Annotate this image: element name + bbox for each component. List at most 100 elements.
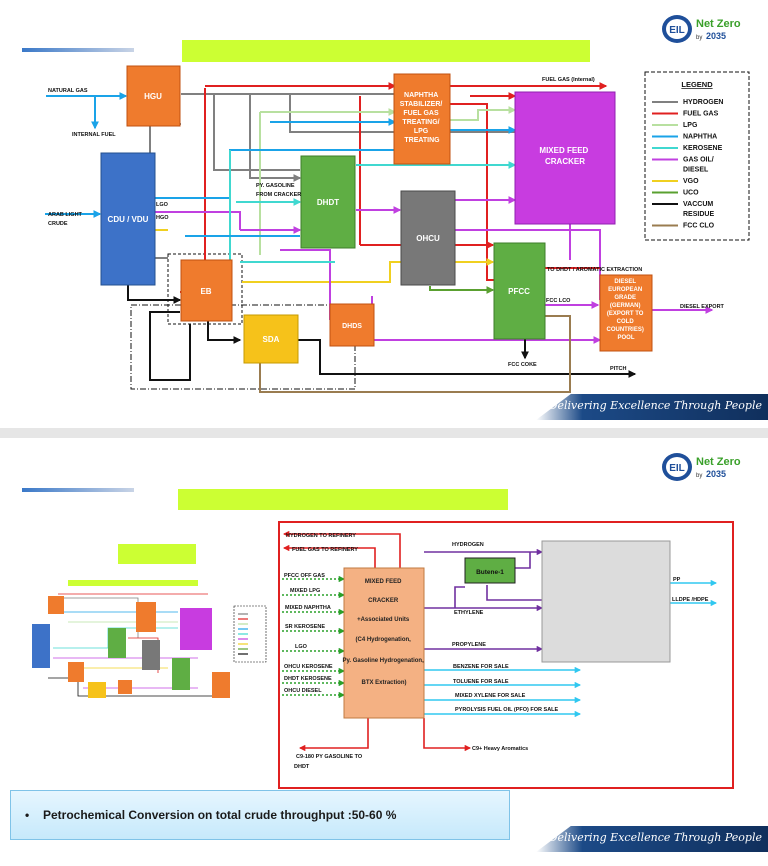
accent-bar bbox=[22, 48, 134, 52]
input-dhdt-kerosene: DHDT KEROSENE bbox=[284, 676, 332, 682]
polymer-unit bbox=[541, 540, 671, 663]
note-bullet: • bbox=[25, 808, 30, 822]
mixed-feed-cracker-unit bbox=[514, 91, 616, 225]
refinery-flow-diagram: HGU NAPHTHA STABILIZER/ FUEL GAS TREATIN… bbox=[45, 65, 750, 393]
logo-net-zero: Net Zero bbox=[696, 456, 741, 468]
pfo-for-sale: PYROLYSIS FUEL OIL (PFO) FOR SALE bbox=[455, 707, 559, 713]
logo-year: 2035 bbox=[706, 469, 726, 479]
slide-petrochemical-complex: EIL Net Zero by 2035 bbox=[0, 438, 768, 866]
subtitle-bar bbox=[118, 544, 196, 564]
logo-brand: EIL bbox=[669, 25, 685, 36]
fuel-gas-to-refinery: FUEL GAS TO REFINERY bbox=[292, 547, 358, 553]
diesel-pool-unit bbox=[599, 274, 653, 352]
mixed-feed-cracker-complex bbox=[343, 567, 425, 719]
eb-unit bbox=[180, 259, 233, 322]
natural-gas-label: NATURAL GAS bbox=[48, 88, 88, 94]
dhds-label: DHDS bbox=[342, 323, 362, 330]
logo-year: 2035 bbox=[706, 31, 726, 41]
to-dhdt-label: TO DHDT / AROMATIC EXTRACTION bbox=[547, 267, 642, 273]
petro-stream-labels: PFCC OFF GAS MIXED LPG MIXED NAPHTHA SR … bbox=[284, 533, 709, 770]
propylene-stream: PROPYLENE bbox=[452, 642, 486, 648]
legend-label-4: KEROSENE bbox=[683, 145, 723, 152]
cracker-complex-label: MIXED FEED CRACKER +Associated Units (C4… bbox=[343, 579, 426, 686]
petro-flow-lines bbox=[282, 530, 718, 752]
input-sr-kerosene: SR KEROSENE bbox=[285, 624, 325, 630]
stream-labels: NATURAL GAS INTERNAL FUEL ARAB LIGHT CRU… bbox=[48, 77, 725, 372]
lgo-label: LGO bbox=[156, 202, 169, 208]
hydrogen-stream: HYDROGEN bbox=[452, 542, 484, 548]
note-text: Petrochemical Conversion on total crude … bbox=[43, 808, 397, 822]
logo-net-zero: Net Zero bbox=[696, 18, 741, 30]
footer-tagline: Delivering Excellence Through People bbox=[548, 399, 762, 412]
cdu-vdu-label: CDU / VDU bbox=[108, 215, 149, 224]
input-ohcu-diesel: OHCU DIESEL bbox=[284, 688, 322, 694]
title-bar bbox=[182, 40, 590, 62]
hgu-label: HGU bbox=[144, 92, 162, 101]
legend-label-6: VGO bbox=[683, 178, 699, 185]
pfcc-unit bbox=[493, 242, 546, 340]
footer-band: Delivering Excellence Through People bbox=[536, 394, 768, 420]
pp-product: PP bbox=[673, 577, 681, 583]
toluene-for-sale: TOLUENE FOR SALE bbox=[453, 679, 509, 685]
input-pfcc-off-gas: PFCC OFF GAS bbox=[284, 573, 325, 579]
diesel-export-label: DIESEL EXPORT bbox=[680, 304, 725, 310]
slide-separator bbox=[0, 428, 768, 438]
dhdt-unit bbox=[300, 155, 356, 249]
sda-dashed-group bbox=[130, 304, 356, 390]
refinery-diagram-thumbnail bbox=[8, 578, 270, 708]
input-ohcu-kerosene: OHCU KEROSENE bbox=[284, 664, 333, 670]
legend-label-7: UCO bbox=[683, 190, 699, 197]
cdu-vdu-unit bbox=[100, 152, 156, 286]
from-cracker-label: FROM CRACKER bbox=[256, 192, 301, 198]
eil-logo: EIL Net Zero by 2035 bbox=[662, 15, 741, 43]
naphtha-stabilizer-label: NAPHTHA STABILIZER/ FUEL GAS TREATING/ L… bbox=[400, 92, 445, 144]
dhds-unit bbox=[329, 303, 375, 347]
c9-heavy-aromatics: C9+ Heavy Aromatics bbox=[472, 746, 528, 752]
legend-label-3: NAPHTHA bbox=[683, 134, 717, 141]
hgu-unit bbox=[126, 65, 181, 127]
mixed-xylene-for-sale: MIXED XYLENE FOR SALE bbox=[455, 693, 526, 699]
ohcu-unit bbox=[400, 190, 456, 286]
pfcc-label: PFCC bbox=[508, 287, 530, 296]
legend-title: LEGEND bbox=[681, 80, 713, 89]
legend-label-5: GAS OIL/ bbox=[683, 157, 714, 164]
arab-light-label: ARAB LIGHT bbox=[48, 212, 83, 218]
conversion-note: • Petrochemical Conversion on total crud… bbox=[10, 790, 510, 840]
title-bar bbox=[178, 489, 508, 510]
ethylene-stream: ETHYLENE bbox=[454, 610, 484, 616]
legend-box bbox=[644, 71, 750, 241]
py-gasoline-label: PY. GASOLINE bbox=[256, 183, 295, 189]
legend-label-0: HYDROGEN bbox=[683, 99, 723, 106]
footer-band: Delivering Excellence Through People bbox=[536, 826, 768, 852]
fuel-gas-internal-label: FUEL GAS (Internal) bbox=[542, 77, 595, 83]
fcc-lco-label: FCC LCO bbox=[546, 298, 571, 304]
dhdt-label: DHDT bbox=[317, 198, 339, 207]
input-mixed-naphtha: MIXED NAPHTHA bbox=[285, 605, 331, 611]
ohcu-label: OHCU bbox=[416, 234, 440, 243]
legend-label-8-line2: RESIDUE bbox=[683, 211, 714, 218]
legend-label-5-line2: DIESEL bbox=[683, 167, 709, 174]
butene-1-label: Butene-1 bbox=[476, 569, 504, 576]
dhdt-destination: DHDT bbox=[294, 764, 310, 770]
sda-label: SDA bbox=[263, 335, 280, 344]
hydrogen-to-refinery: HYDROGEN TO REFINERY bbox=[286, 533, 356, 539]
crude-label: CRUDE bbox=[48, 221, 68, 227]
logo-by: by bbox=[696, 473, 702, 479]
accent-bar bbox=[22, 488, 134, 492]
petrochemical-flow-diagram: MIXED FEED CRACKER +Associated Units (C4… bbox=[278, 521, 734, 789]
hgo-label: HGO bbox=[156, 215, 169, 221]
internal-fuel-label: INTERNAL FUEL bbox=[72, 132, 116, 138]
lldpe-hdpe-product: LLDPE /HDPE bbox=[672, 597, 709, 603]
eil-logo: EIL Net Zero by 2035 bbox=[662, 453, 741, 481]
naphtha-stabilizer-unit bbox=[393, 73, 451, 165]
diesel-pool-label: DIESEL EUROPEAN GRADE (GERMAN) (EXPORT T… bbox=[606, 279, 645, 341]
legend-label-9: FCC CLO bbox=[683, 223, 715, 230]
input-lgo: LGO bbox=[295, 644, 308, 650]
mixed-feed-cracker-label: MIXED FEED CRACKER bbox=[539, 146, 590, 166]
benzene-for-sale: BENZENE FOR SALE bbox=[453, 664, 509, 670]
logo-by: by bbox=[696, 35, 702, 41]
py-gasoline-to-dhdt: C9-180 PY GASOLINE TO bbox=[296, 754, 363, 760]
sda-unit bbox=[243, 314, 299, 364]
fcc-coke-label: FCC COKE bbox=[508, 362, 537, 368]
legend-label-1: FUEL GAS bbox=[683, 111, 719, 118]
